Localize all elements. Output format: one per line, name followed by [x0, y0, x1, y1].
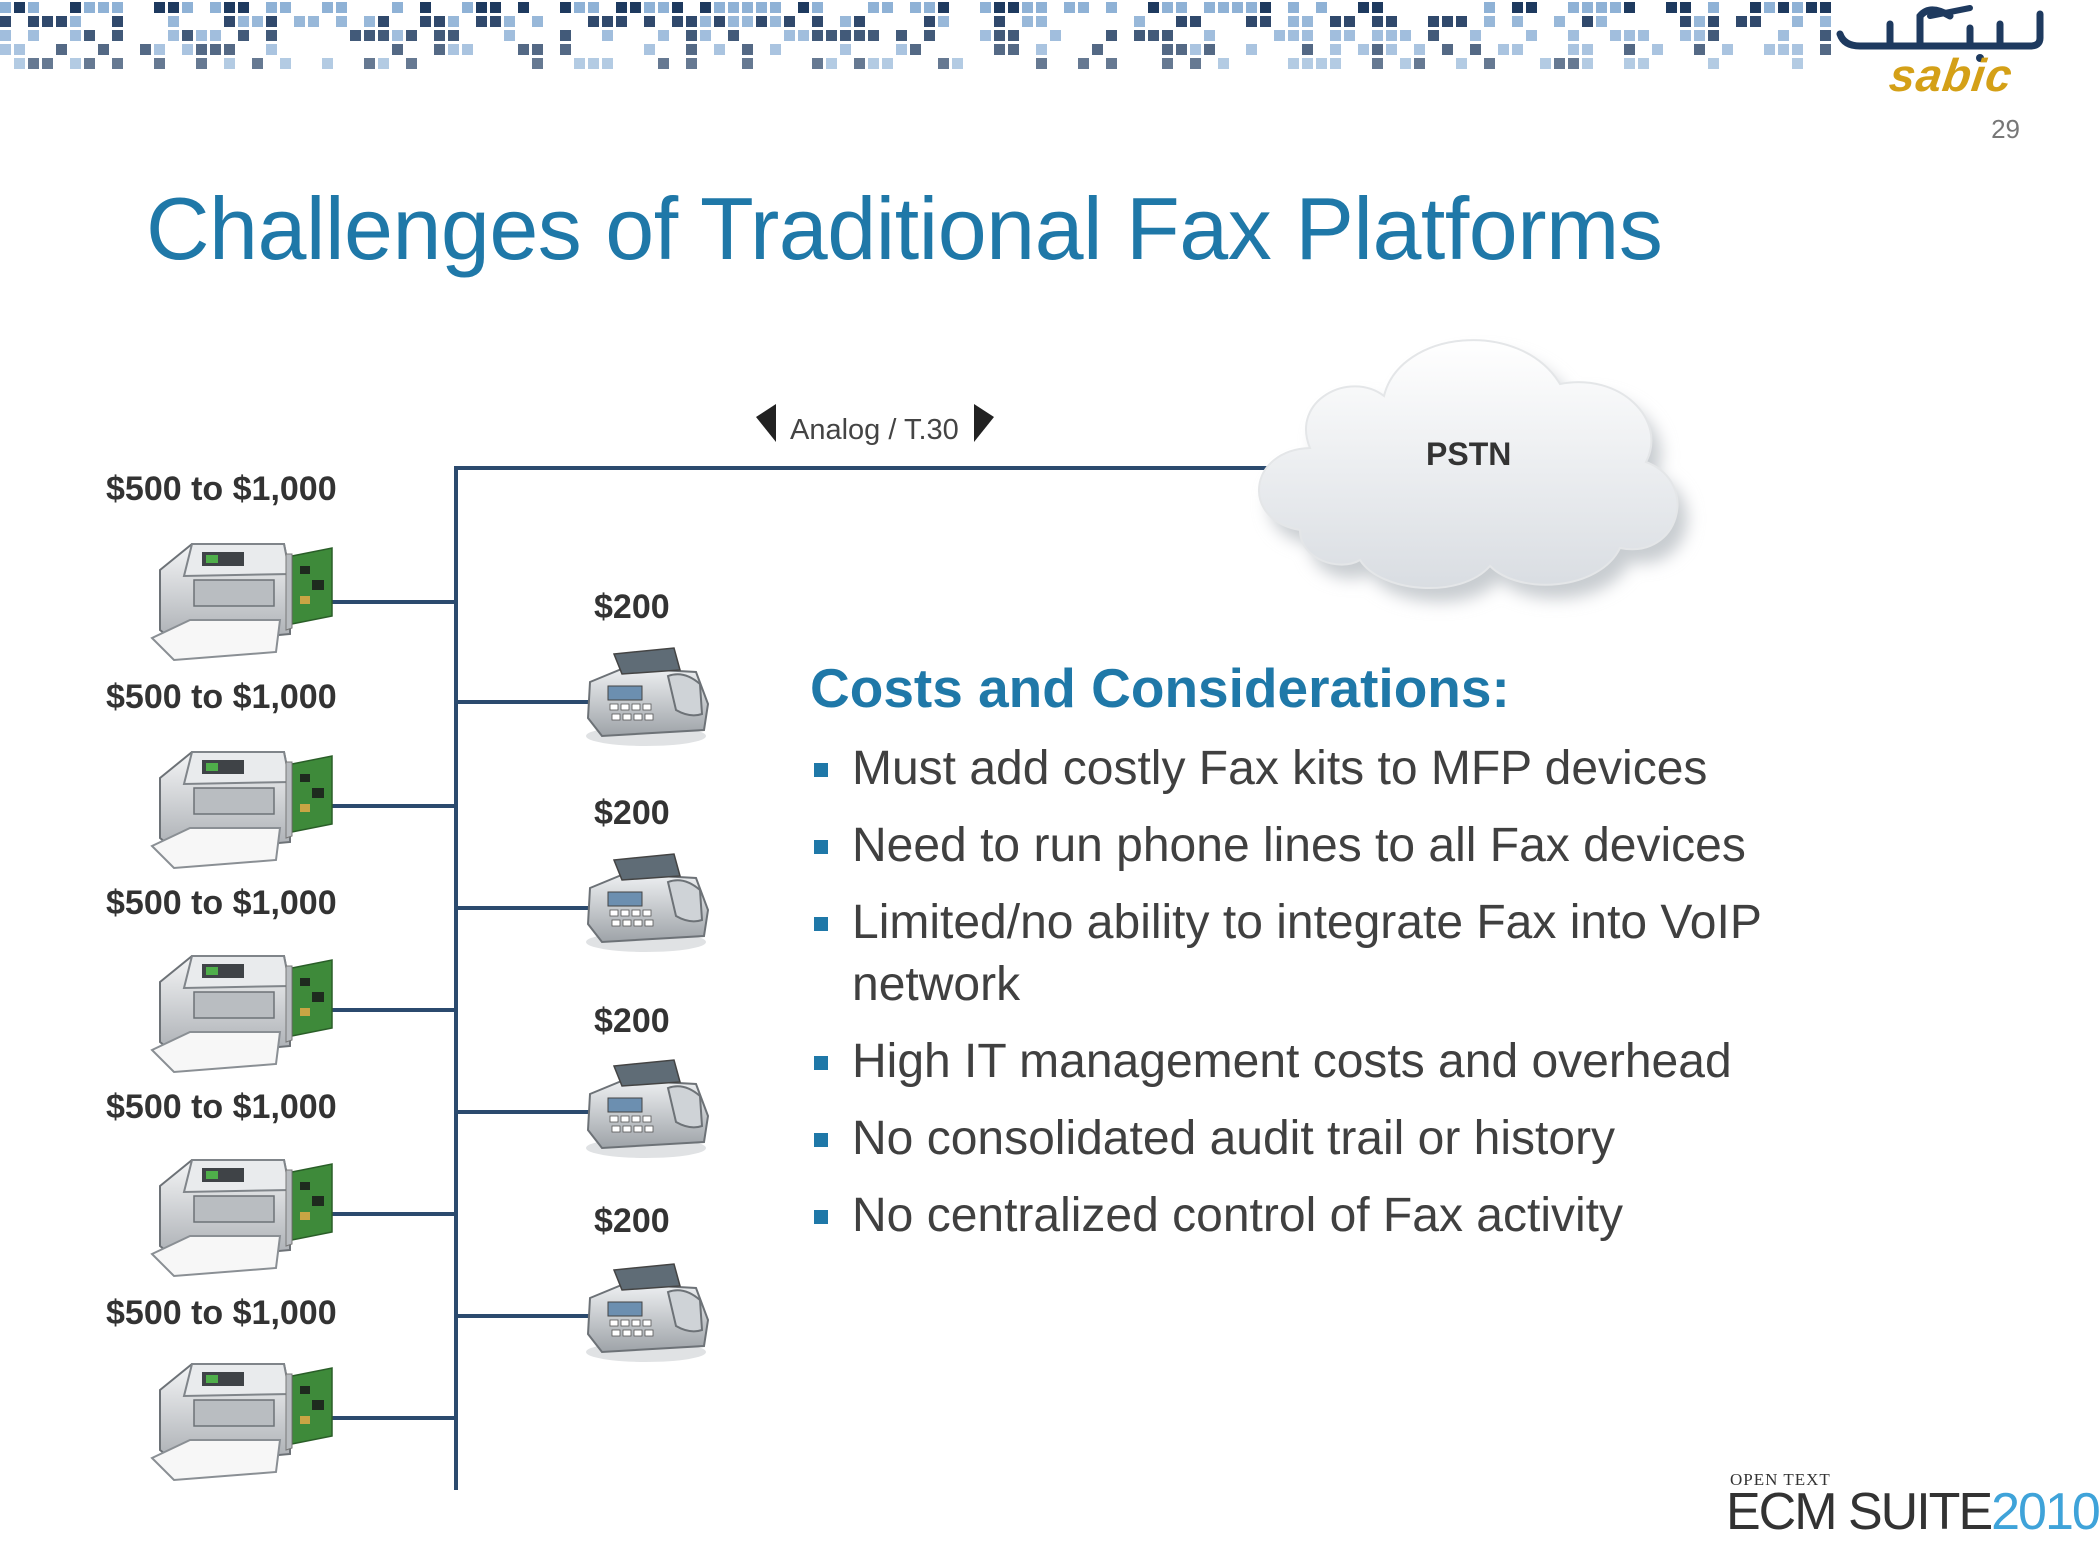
list-item: High IT management costs and overhead	[810, 1031, 1930, 1093]
cloud-icon	[1258, 339, 1688, 603]
ecm-suite-text: ECM SUITE	[1726, 1483, 1993, 1541]
fax-price-2: $200	[594, 794, 670, 832]
bullet-square-icon	[814, 1210, 828, 1224]
fax-network-diagram	[151, 339, 1688, 1490]
printer-price-2: $500 to $1,000	[106, 678, 337, 716]
network-lines	[332, 466, 1280, 1490]
printer-icon	[151, 1363, 333, 1481]
fax-price-3: $200	[594, 1002, 670, 1040]
fax-machine-icon	[585, 1263, 709, 1363]
fax-machine-icon	[585, 853, 709, 953]
bullet-square-icon	[814, 917, 828, 931]
printer-icon	[151, 543, 333, 661]
pstn-label: PSTN	[1426, 436, 1512, 472]
list-item: No consolidated audit trail or history	[810, 1108, 1930, 1170]
list-item: Need to run phone lines to all Fax devic…	[810, 815, 1930, 877]
fax-machine-icon	[585, 647, 709, 747]
connection-label: Analog / T.30	[790, 414, 959, 446]
sabic-arabic-logo	[1836, 5, 2044, 62]
printer-icon	[151, 751, 333, 869]
printer-icon	[151, 1159, 333, 1277]
costs-list: Must add costly Fax kits to MFP devices …	[810, 738, 1930, 1262]
list-item: Limited/no ability to integrate Fax into…	[810, 892, 1930, 1016]
header-mosaic-band	[0, 2, 1831, 69]
fax-modem-card-icon	[285, 547, 333, 631]
slide-title: Challenges of Traditional Fax Platforms	[146, 179, 1663, 278]
costs-heading: Costs and Considerations:	[810, 657, 1510, 719]
arrow-right-icon	[974, 404, 994, 442]
arrow-left-icon	[756, 404, 776, 442]
fax-machine-icon	[585, 1059, 709, 1159]
printer-price-4: $500 to $1,000	[106, 1088, 337, 1126]
printer-price-1: $500 to $1,000	[106, 470, 337, 508]
fax-price-4: $200	[594, 1202, 670, 1240]
bullet-square-icon	[814, 763, 828, 777]
printer-price-3: $500 to $1,000	[106, 884, 337, 922]
bullet-square-icon	[814, 840, 828, 854]
list-item: Must add costly Fax kits to MFP devices	[810, 738, 1930, 800]
bullet-square-icon	[814, 1133, 828, 1147]
slide-number: 29	[1991, 114, 2020, 144]
bullet-square-icon	[814, 1056, 828, 1070]
opentext-brand: OPEN TEXT	[1730, 1470, 1831, 1489]
printer-icon	[151, 955, 333, 1073]
ecm-suite-year: 2010	[1991, 1483, 2099, 1541]
fax-price-1: $200	[594, 588, 670, 626]
ecm-suite-logo: ECM SUITE2010	[1726, 1482, 2099, 1542]
printer-price-5: $500 to $1,000	[106, 1294, 337, 1332]
list-item: No centralized control of Fax activity	[810, 1185, 1930, 1247]
